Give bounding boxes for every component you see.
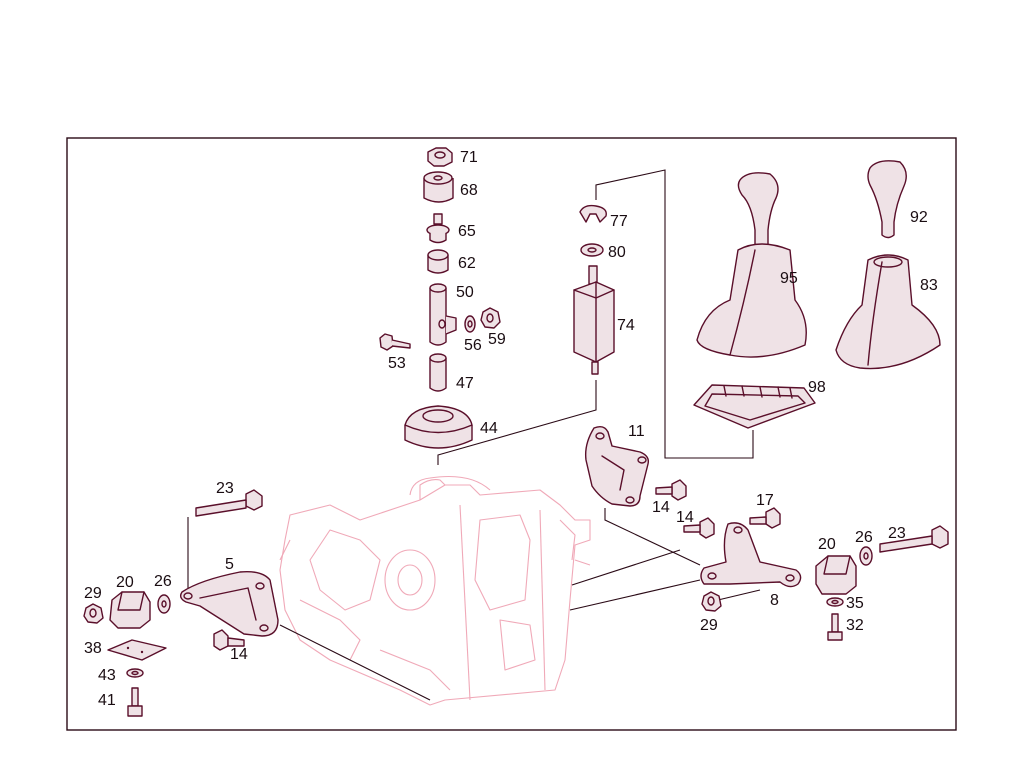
part-53-bolt: [379, 333, 411, 351]
transmission-housing: [279, 475, 591, 706]
part-14-bolt-upper: [655, 479, 687, 501]
callout-92: 92: [910, 209, 928, 226]
callout-29-right: 29: [700, 617, 718, 634]
part-26-washer-left: [157, 594, 171, 614]
part-80-washer: [580, 243, 604, 257]
callout-38: 38: [84, 640, 102, 657]
part-47-sleeve: [429, 353, 447, 392]
part-5-bracket: [179, 570, 279, 637]
callout-80: 80: [608, 244, 626, 261]
part-8-bracket: [700, 522, 802, 588]
callout-62: 62: [458, 255, 476, 272]
part-41-bolt: [127, 687, 143, 717]
part-32-bolt: [827, 613, 843, 641]
part-74-switch: [573, 265, 615, 375]
callout-14-upper: 14: [652, 499, 670, 516]
part-62-bushing: [427, 249, 449, 274]
callout-71: 71: [460, 149, 478, 166]
callout-8: 8: [770, 592, 779, 609]
callout-32: 32: [846, 617, 864, 634]
part-98-boot-frame: [693, 384, 816, 429]
part-23-bolt-right: [879, 525, 949, 553]
part-17-bolt: [749, 507, 781, 529]
callout-26-left: 26: [154, 573, 172, 590]
part-59-nut: [480, 307, 501, 329]
callout-53: 53: [388, 355, 406, 372]
callout-41: 41: [98, 692, 116, 709]
callout-95: 95: [780, 270, 798, 287]
part-83-boot: [835, 254, 941, 370]
part-20-mount-right: [815, 555, 857, 595]
callout-98: 98: [808, 379, 826, 396]
part-14-bolt-middle: [683, 517, 715, 539]
part-29-nut-right: [701, 591, 722, 612]
part-35-washer: [826, 597, 844, 607]
part-20-mount-left: [109, 591, 151, 629]
callout-20-right: 20: [818, 536, 836, 553]
part-65-stud: [426, 213, 450, 244]
callout-29-left: 29: [84, 585, 102, 602]
part-44-boot-base: [404, 405, 473, 449]
part-26-washer-right: [859, 546, 873, 566]
callout-26-right: 26: [855, 529, 873, 546]
part-68-bushing: [423, 171, 454, 203]
callout-59: 59: [488, 331, 506, 348]
part-50-shift-lever: [429, 283, 457, 346]
callout-23-right: 23: [888, 525, 906, 542]
callout-14-left: 14: [230, 646, 248, 663]
part-95-gear-knob-boot: [696, 172, 807, 358]
part-77-clip: [579, 204, 607, 223]
callout-44: 44: [480, 420, 498, 437]
callout-65: 65: [458, 223, 476, 240]
callout-74: 74: [617, 317, 635, 334]
part-38-plate: [107, 639, 167, 661]
callout-17: 17: [756, 492, 774, 509]
callout-11: 11: [628, 423, 645, 440]
part-71-nut: [427, 147, 453, 167]
part-11-bracket: [584, 425, 650, 507]
callout-43: 43: [98, 667, 116, 684]
callout-labels: 71 68 65 62 50 59 56 53 47 44 77 80 74 9…: [84, 149, 938, 709]
diagram-frame: [66, 137, 957, 731]
part-56-washer: [464, 315, 476, 333]
part-92-knob: [867, 160, 907, 239]
callout-47: 47: [456, 375, 474, 392]
callout-20-left: 20: [116, 574, 134, 591]
leader-lines: [187, 169, 761, 701]
callout-5: 5: [225, 556, 234, 573]
callout-83: 83: [920, 277, 938, 294]
callout-56: 56: [464, 337, 482, 354]
part-29-nut-left: [83, 603, 104, 624]
callout-23-left: 23: [216, 480, 234, 497]
part-14-bolt-left: [213, 629, 245, 651]
callout-35: 35: [846, 595, 864, 612]
callout-77: 77: [610, 213, 628, 230]
callout-14-middle: 14: [676, 509, 694, 526]
callout-50: 50: [456, 284, 474, 301]
part-23-bolt-left: [195, 489, 263, 517]
callout-68: 68: [460, 182, 478, 199]
part-43-washer: [126, 668, 144, 678]
